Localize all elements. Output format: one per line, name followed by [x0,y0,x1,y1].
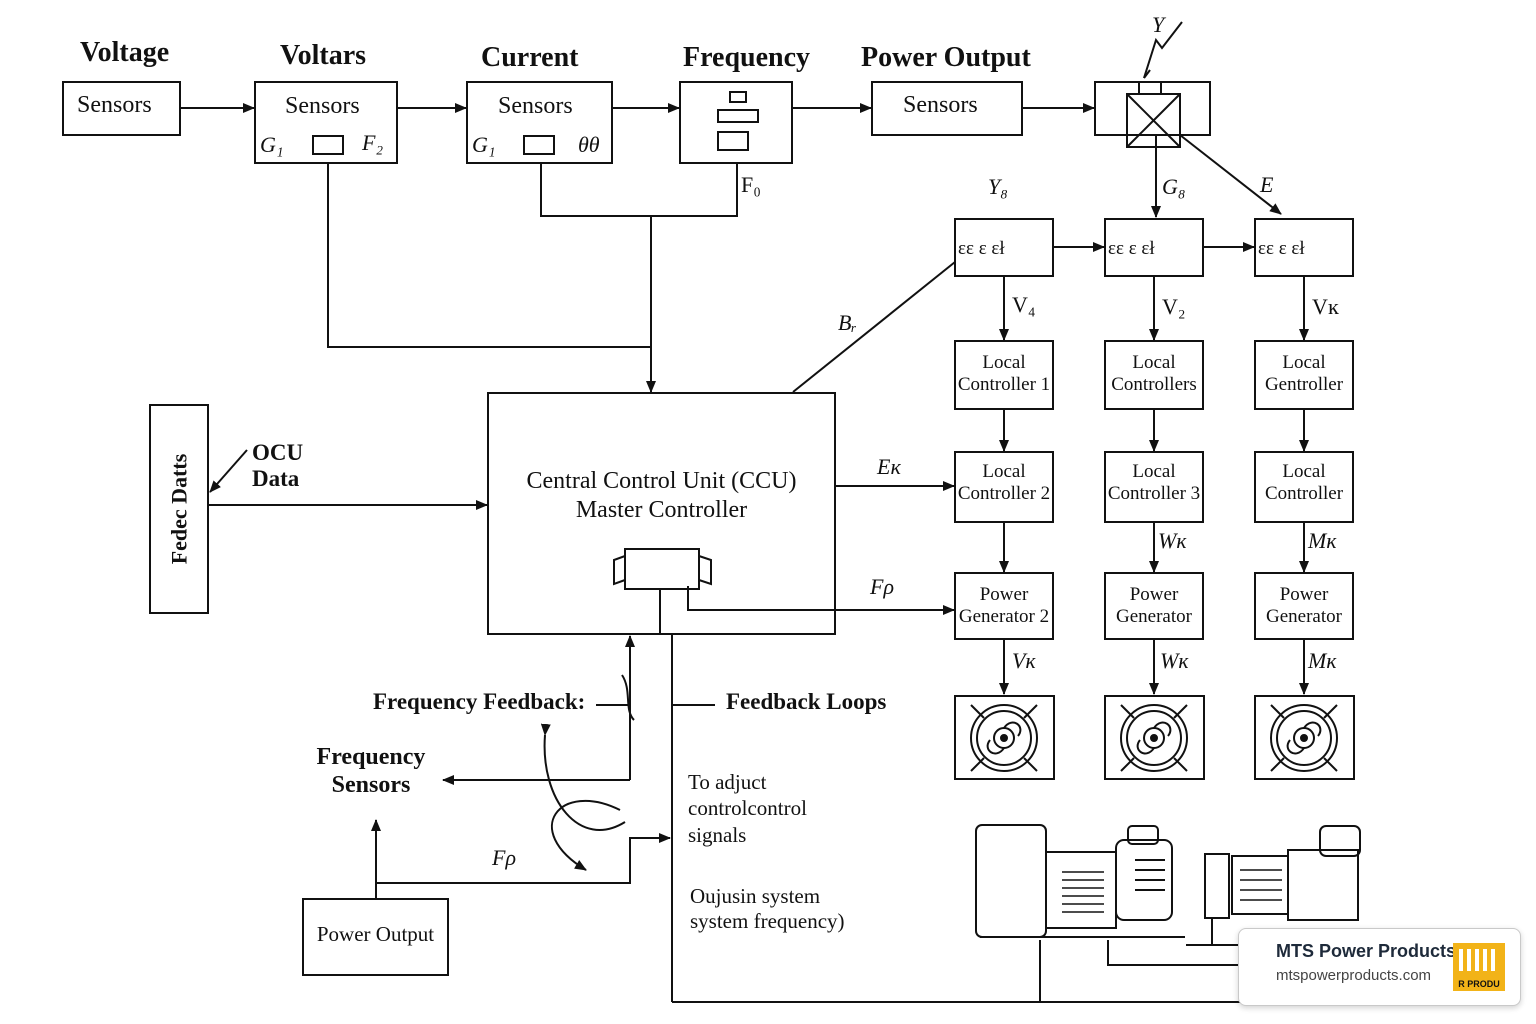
voltage-header: Voltage [80,37,170,68]
switch-glyphs-1: εε ε εł [958,238,1005,259]
local-controller-3: Local Controller 3 [1107,461,1201,504]
fp-bottom-label: Fρ [492,845,516,870]
switch-box [1094,81,1211,136]
sensors-label-2: Sensors [285,93,360,119]
fan-box-1 [954,695,1055,780]
f0-label: F₀ [741,172,761,197]
mk-label-2: Mĸ [1308,648,1337,673]
adjust-text: To adjuct controlcontrol signals [688,770,807,847]
sensors-label-1: Sensors [77,92,152,118]
sensors-box-3 [466,81,613,164]
frequency-feedback-label: Frequency Feedback: [373,689,586,714]
power-output-label: Power Output [316,922,435,946]
v2-label: V₂ [1162,294,1186,319]
feedback-data-label: Fedec Datts [166,453,192,565]
feedback-loops-label: Feedback Loops [726,689,887,714]
g1-symbol-a: G₁ [260,132,284,157]
ek-label: Eᴋ [877,454,901,479]
theta-symbol: θθ [578,132,600,157]
br-label: Bᵣ [838,310,857,335]
v4-label: V₄ [1012,292,1036,317]
mk-label-1: Mĸ [1308,528,1337,553]
brand-url[interactable]: mtspowerproducts.com [1276,967,1432,984]
brand-logo: R PRODU [1453,943,1505,991]
yg-label: Y₈ [988,174,1008,199]
sensors-label-5: Sensors [903,92,978,118]
wk-label-1: Wĸ [1158,528,1187,553]
feedback-data-box [149,404,209,614]
vk-label-1: Vĸ [1312,294,1339,319]
sensors-box-2 [254,81,398,164]
ccu-box [487,392,836,635]
g1-symbol-b: G₁ [472,132,496,157]
frequency-header: Frequency [683,42,811,73]
fan-box-2 [1104,695,1205,780]
power-generator-b: Power Generator [1116,584,1192,627]
local-controller: Local Controller [1264,461,1344,504]
local-controller-2: Local Controller 2 [957,461,1051,504]
wk-label-2: Wĸ [1160,648,1189,673]
current-header: Current [481,42,579,73]
power-output-header: Power Output [861,42,1031,73]
brand-name: MTS Power Products [1276,941,1457,961]
ccu-title: Central Control Unit (CCU) [526,468,797,494]
ccu-subtitle: Master Controller [575,497,748,523]
y-antenna-label: Y [1152,12,1165,37]
system-frequency-text: Oujusin system system frequency) [690,884,845,934]
voltars-header: Voltars [280,40,367,71]
logo-bars-icon [1459,949,1499,971]
f2-symbol: F₂ [362,130,384,155]
brand-logo-text: R PRODU [1458,979,1500,989]
e-label: E [1260,172,1274,197]
switch-glyphs-3: εε ε εł [1258,238,1305,259]
sensors-label-3: Sensors [498,93,573,119]
power-generator-2: Power Generator 2 [958,584,1050,627]
fan-box-3 [1254,695,1355,780]
local-gentroller: Local Gentroller [1264,352,1344,395]
vk-label-2: Vĸ [1012,648,1036,673]
gg-label: G₈ [1162,174,1186,199]
local-controllers: Local Controllers [1111,352,1197,395]
power-generator-c: Power Generator [1266,584,1342,627]
frequency-sensors-label: Frequency Sensors [316,744,426,798]
local-controller-1: Local Controller 1 [957,352,1051,395]
fp-ccu-label: Fρ [870,574,894,599]
ocu-data-label: OCU Data [252,440,304,492]
generator-illustration [975,824,1361,946]
switch-glyphs-2: εε ε εł [1108,238,1155,259]
brand-badge[interactable]: MTS Power Products mtspowerproducts.com … [1238,928,1521,1006]
